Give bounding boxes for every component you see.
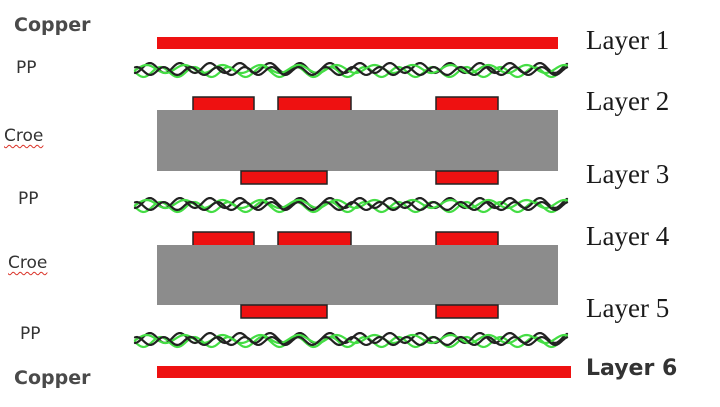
label-pp-1: PP (16, 58, 37, 78)
pad-layer-4-b (277, 231, 352, 248)
pad-layer-2-b (277, 96, 352, 113)
fiber-strand (133, 65, 569, 77)
fiber-strand (133, 61, 569, 75)
pad-layer-4-a (192, 231, 255, 248)
prepreg-1 (133, 61, 569, 79)
label-layer-2: Layer 2 (586, 86, 670, 116)
fiber-strand (133, 200, 569, 212)
pad-layer-3-a (240, 170, 328, 185)
fiber-strand (133, 331, 569, 345)
pad-layer-2-c (435, 96, 499, 113)
pad-layer-2-a (192, 96, 255, 113)
pad-layer-4-c (435, 231, 499, 248)
label-core-1: Croe (4, 126, 44, 146)
label-pp-2: PP (18, 189, 39, 209)
fiber-strand (133, 333, 569, 345)
pad-layer-3-b (435, 170, 499, 185)
core-1 (157, 110, 558, 171)
prepreg-3 (133, 331, 569, 349)
pad-layer-5-a (240, 304, 328, 319)
label-copper-bottom: Copper (14, 367, 91, 389)
label-layer-3: Layer 3 (586, 159, 670, 189)
fiber-strand (133, 335, 569, 347)
label-layer-4: Layer 4 (586, 221, 670, 251)
fiber-strand (133, 63, 569, 75)
fiber-strand (133, 196, 569, 210)
label-pp-3: PP (20, 324, 41, 344)
pad-layer-5-b (435, 304, 499, 319)
label-layer-5: Layer 5 (586, 293, 670, 323)
copper-layer-1 (157, 37, 558, 49)
label-layer-6: Layer 6 (586, 356, 678, 381)
label-core-2: Croe (8, 253, 48, 273)
label-layer-1: Layer 1 (586, 25, 670, 55)
copper-layer-6 (157, 366, 571, 378)
core-2 (157, 245, 558, 305)
fiber-strand (133, 198, 569, 210)
label-copper-top: Copper (14, 14, 91, 36)
prepreg-2 (133, 196, 569, 214)
